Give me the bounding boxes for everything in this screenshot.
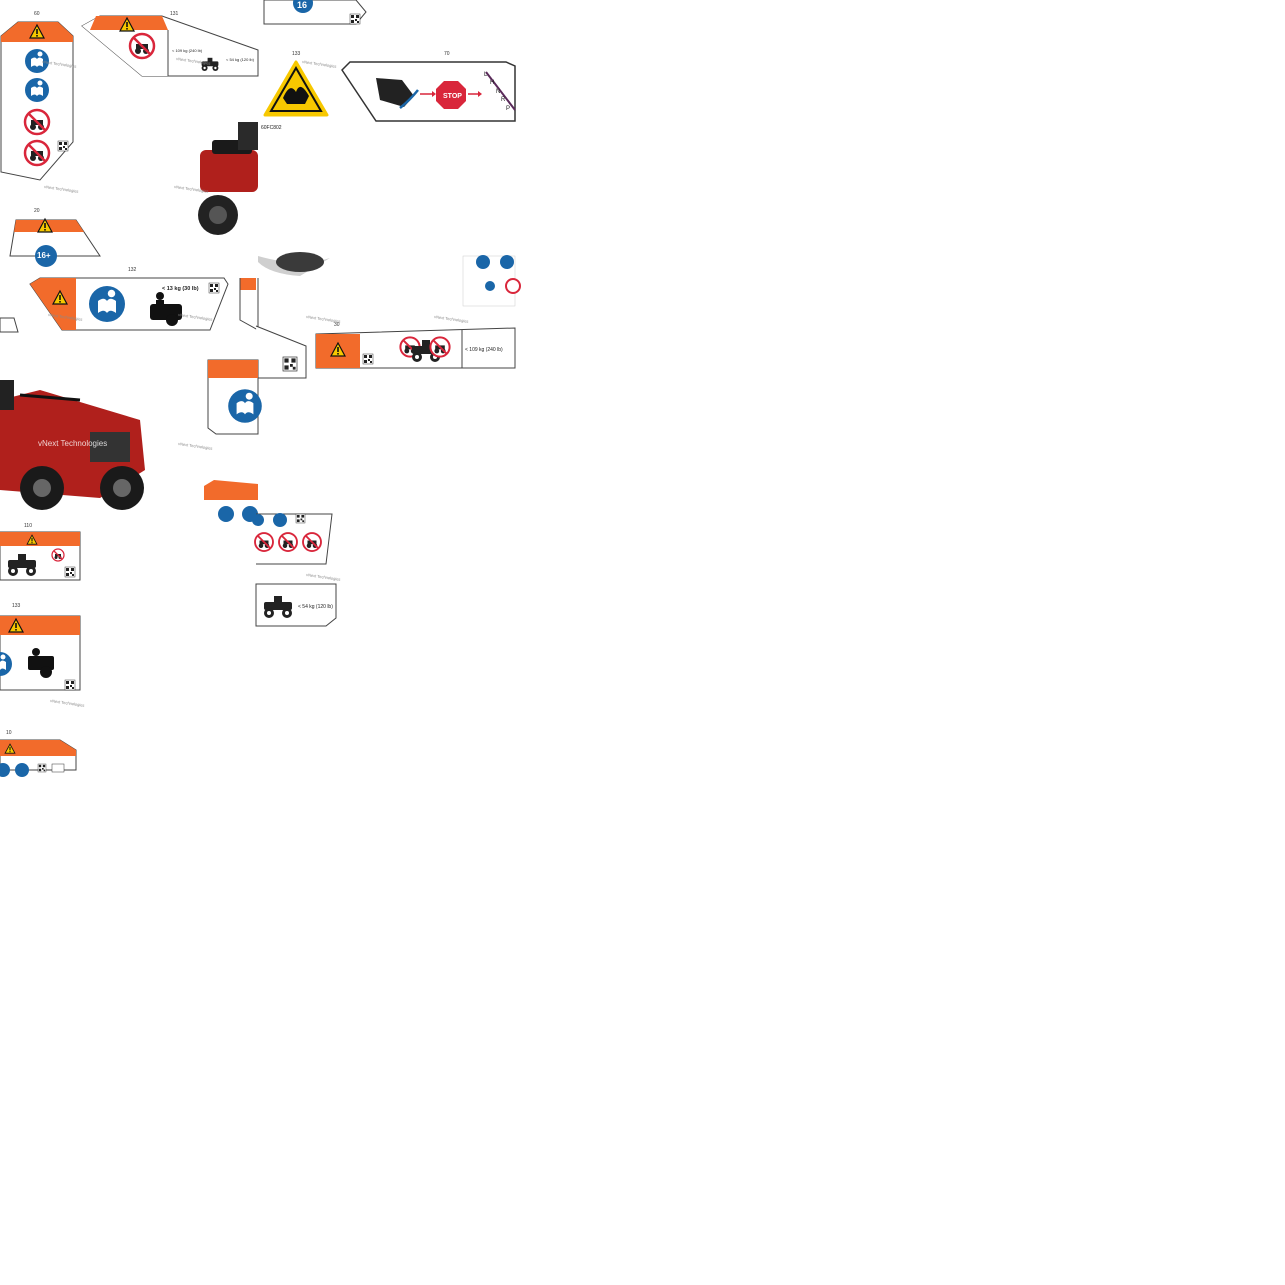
stop-text: STOP	[443, 93, 462, 100]
no-passenger-icon	[51, 548, 65, 562]
rear-load-limit-small: < 54 kg (120 lb)	[226, 57, 255, 62]
no-rider-icon	[302, 532, 322, 552]
watermark-1: vNext Technologies	[42, 59, 77, 69]
atv-photo-top	[198, 122, 330, 276]
no-passenger-icon	[23, 108, 51, 136]
label-manual-mid	[207, 359, 262, 435]
watermark-5: vNext Technologies	[174, 184, 209, 194]
read-manual-icon	[228, 389, 262, 423]
watermark-3: vNext Technologies	[176, 56, 211, 66]
gear-letter-l: L	[484, 72, 488, 78]
atv-photo-bottom: vNext Technologies	[0, 380, 145, 510]
qr-code-icon	[64, 679, 76, 691]
read-manual-icon	[89, 286, 125, 322]
part-number-133-top: 133	[292, 51, 301, 57]
label-60: 60	[0, 11, 74, 181]
watermark: vNext Technologies	[38, 439, 107, 448]
no-passenger-icon	[278, 532, 298, 552]
qr-code-icon	[37, 763, 47, 773]
label-132: 132 < 13 kg (30 lb)	[0, 267, 229, 333]
qr-code-icon	[57, 140, 69, 152]
watermark-8: vNext Technologies	[306, 314, 341, 324]
age-badge-icon	[35, 245, 57, 267]
label-20: 20 16+	[9, 208, 101, 267]
qr-code-icon	[282, 356, 298, 372]
label-icons-lower	[252, 513, 333, 565]
gear-letter-h: H	[490, 80, 494, 86]
qr-code-icon	[208, 282, 220, 294]
part-number-132: 132	[128, 267, 137, 273]
label-partial-orange	[204, 480, 258, 500]
age-text-plus: 16+	[37, 251, 51, 260]
no-rider-icon	[23, 139, 51, 167]
qr-code-icon	[64, 566, 76, 578]
part-number-70: 70	[444, 51, 450, 57]
watermark-11: vNext Technologies	[306, 572, 341, 582]
fire-hazard-icon	[263, 60, 329, 117]
part-number-131: 131	[170, 11, 179, 17]
rear-load-limit: < 109 kg (240 lb)	[172, 48, 203, 53]
mid-load-limit: < 109 kg (240 lb)	[465, 347, 503, 353]
gear-letter-p: P	[506, 106, 510, 112]
label-70: 70 STOP L H N R P	[341, 51, 516, 122]
part-number-60: 60	[34, 11, 40, 17]
part-number-110: 110	[24, 523, 32, 529]
watermark-7: vNext Technologies	[178, 312, 213, 322]
qr-code-icon	[349, 13, 361, 25]
watermark-9: vNext Technologies	[434, 314, 469, 324]
stop-sign-icon	[436, 81, 466, 109]
watermark-6: vNext Technologies	[48, 312, 83, 322]
label-right-partial	[239, 255, 521, 379]
part-number-10: 10	[6, 730, 12, 736]
label-110: 110	[0, 523, 81, 581]
label-131: 131 < 109 kg (240 lb) < 54 kg (120 lb)	[81, 11, 259, 77]
qr-code-icon	[295, 513, 306, 524]
watermark-2: vNext Technologies	[44, 184, 79, 194]
part-number-30: 30	[334, 322, 340, 328]
watermark-10: vNext Technologies	[178, 441, 213, 451]
gear-letter-n: N	[496, 89, 500, 95]
no-rider-icon	[429, 336, 451, 358]
part-code: 60FC802	[261, 125, 282, 131]
label-rear-120: < 54 kg (120 lb)	[255, 583, 337, 627]
watermark-4: vNext Technologies	[302, 59, 337, 69]
part-number-133-bottom: 133	[12, 603, 21, 609]
read-manual-icon	[25, 78, 49, 102]
no-passenger-icon	[128, 32, 156, 60]
boot-brake-icon	[376, 78, 414, 107]
rider-atv-icon	[28, 648, 54, 678]
watermark-12: vNext Technologies	[50, 698, 85, 708]
low-load-limit: < 54 kg (120 lb)	[298, 604, 333, 610]
age-badge-icon	[293, 0, 313, 13]
label-10: 10	[0, 730, 77, 777]
label-133-bottom: 133	[0, 603, 81, 691]
qr-code-icon	[362, 353, 374, 365]
label-30: 30 < 109 kg (240 lb)	[315, 322, 516, 369]
age-text: 16	[297, 0, 307, 10]
label-16-top: 16	[263, 0, 367, 25]
no-rider-icon	[254, 532, 274, 552]
rider-atv-icon	[150, 292, 182, 326]
gear-letter-r: R	[501, 97, 506, 103]
part-number-20: 20	[34, 208, 40, 214]
gear-shift-icon: L H N R P	[484, 71, 516, 112]
rack-load-limit: < 13 kg (30 lb)	[162, 286, 199, 292]
label-133-top: 133 60FC802	[261, 51, 329, 131]
